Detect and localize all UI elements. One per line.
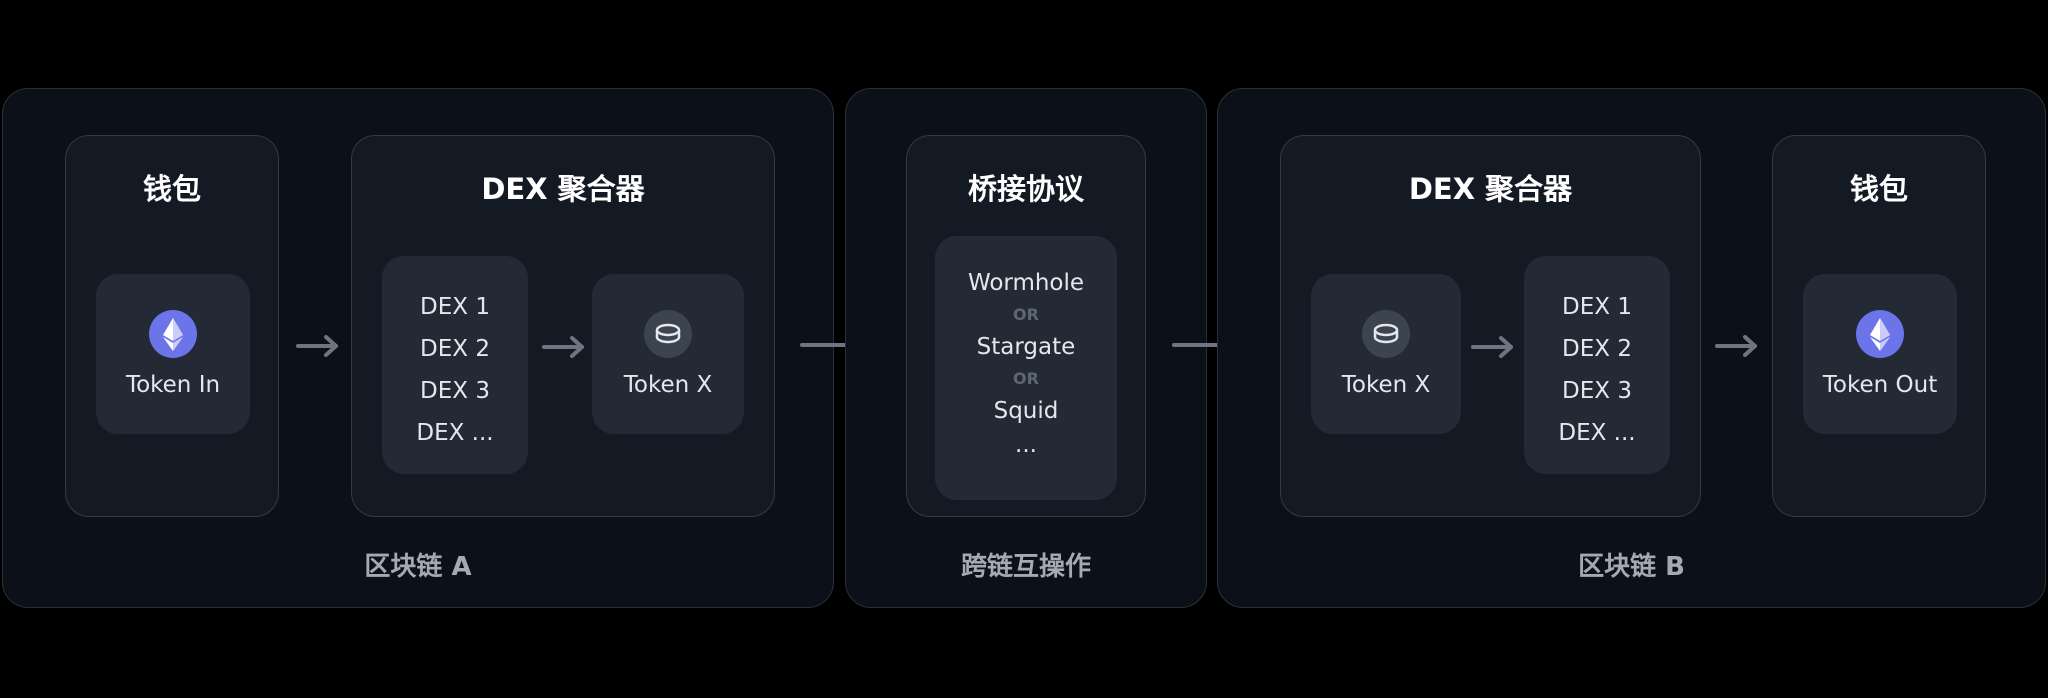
arrow-right-icon: [542, 336, 586, 362]
token-in-card: Token In: [96, 274, 250, 434]
or-separator: OR: [1013, 305, 1039, 324]
dex-item: DEX ...: [1558, 420, 1636, 446]
dex-item: DEX 1: [420, 294, 490, 320]
bridge-title: 桥接协议: [967, 172, 1084, 206]
token-x-card: Token X: [592, 274, 744, 434]
bridge-protocols-card: Wormhole OR Stargate OR Squid ...: [935, 236, 1117, 500]
chain-b-wallet-title: 钱包: [1849, 172, 1908, 206]
chain-b-label: 区块链 B: [1578, 552, 1685, 582]
chain-b-aggregator-title: DEX 聚合器: [1408, 172, 1573, 206]
dex-item: DEX 2: [1562, 336, 1632, 362]
arrow-right-icon: [296, 335, 340, 361]
or-separator: OR: [1013, 369, 1039, 388]
token-x-label: Token X: [623, 372, 713, 398]
coin-stack-icon: [644, 310, 692, 362]
cross-chain-section: 桥接协议 Wormhole OR Stargate OR Squid ... 跨…: [845, 88, 1207, 608]
bridge-protocol: Wormhole: [967, 270, 1085, 296]
dex-item: DEX 3: [1562, 378, 1632, 404]
cross-chain-label: 跨链互操作: [960, 552, 1091, 582]
token-out-label: Token Out: [1822, 372, 1938, 398]
token-x-label: Token X: [1341, 372, 1431, 398]
dex-list: DEX 1 DEX 2 DEX 3 DEX ...: [382, 286, 528, 454]
dex-list-card: DEX 1 DEX 2 DEX 3 DEX ...: [1524, 256, 1670, 474]
dex-list: DEX 1 DEX 2 DEX 3 DEX ...: [1524, 286, 1670, 454]
bridge-protocol: Squid: [993, 398, 1059, 424]
chain-a-section: 钱包 Token In DEX 聚合器 DEX 1: [2, 88, 834, 608]
arrow-right-icon: [1715, 335, 1759, 361]
ethereum-icon: [149, 310, 197, 362]
token-out-card: Token Out: [1803, 274, 1957, 434]
bridge-protocol: Stargate: [976, 334, 1076, 360]
token-x-card: Token X: [1311, 274, 1461, 434]
bridge-protocol-list: Wormhole OR Stargate OR Squid ...: [935, 266, 1117, 462]
arrow-right-icon: [1471, 336, 1515, 362]
dex-item: DEX 1: [1562, 294, 1632, 320]
bridge-panel: 桥接协议 Wormhole OR Stargate OR Squid ...: [906, 135, 1146, 517]
chain-b-wallet-panel: 钱包 Token Out: [1772, 135, 1986, 517]
chain-a-wallet-title: 钱包: [142, 172, 201, 206]
chain-a-label: 区块链 A: [364, 552, 472, 582]
dex-item: DEX 3: [420, 378, 490, 404]
token-in-label: Token In: [125, 372, 221, 398]
chain-a-aggregator-panel: DEX 聚合器 DEX 1 DEX 2 DEX 3 DEX ...: [351, 135, 775, 517]
bridge-protocol: ...: [1015, 432, 1037, 458]
chain-a-wallet-panel: 钱包 Token In: [65, 135, 279, 517]
chain-a-aggregator-title: DEX 聚合器: [481, 172, 645, 206]
dex-item: DEX ...: [416, 420, 494, 446]
chain-b-section: DEX 聚合器 Token X DEX 1: [1217, 88, 2046, 608]
chain-b-aggregator-panel: DEX 聚合器 Token X DEX 1: [1280, 135, 1701, 517]
dex-list-card: DEX 1 DEX 2 DEX 3 DEX ...: [382, 256, 528, 474]
ethereum-icon: [1856, 310, 1904, 362]
coin-stack-icon: [1362, 310, 1410, 362]
dex-item: DEX 2: [420, 336, 490, 362]
